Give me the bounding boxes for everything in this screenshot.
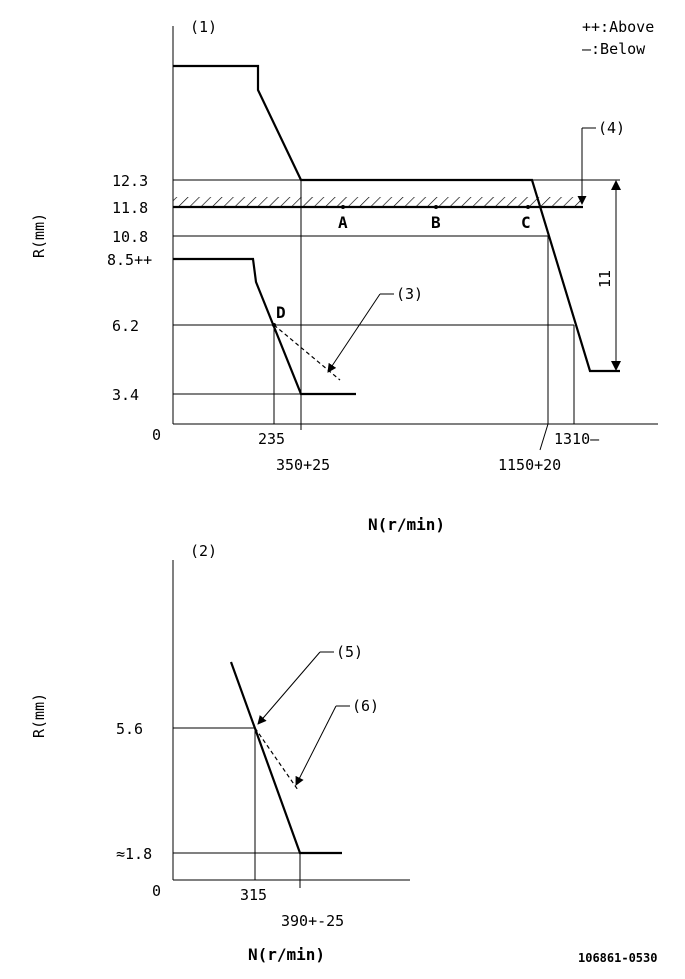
d2-curve <box>229 661 342 855</box>
d2-x-axis-label: N(r/min) <box>248 945 325 964</box>
d1-dimension-11: 11 <box>596 270 614 288</box>
d2-ytick-1-8: ≈1.8 <box>116 845 152 863</box>
diagram-1-label: (1) <box>190 18 217 36</box>
d1-point-a: A <box>338 213 348 232</box>
d1-lower-curve <box>173 257 356 396</box>
d1-ytick-10-8: 10.8 <box>112 228 148 246</box>
d1-y-axis-label: R(mm) <box>30 213 48 258</box>
diagram-1: (1) R(mm) N(r/min) A B <box>30 18 658 534</box>
d1-leader-1150 <box>539 423 549 451</box>
d2-y-axis-label: R(mm) <box>30 693 48 738</box>
d1-xtick-235: 235 <box>258 430 285 448</box>
d1-ytick-11-8: 11.8 <box>112 199 148 217</box>
d1-point-b-dot <box>434 205 438 209</box>
d1-callout-4: (4) <box>598 119 625 137</box>
d1-callout-3-leader <box>327 293 381 373</box>
d1-dimension-arrow-top <box>611 180 621 190</box>
d1-ytick-8-5: 8.5++ <box>107 251 152 269</box>
d1-callout-3: (3) <box>396 285 423 303</box>
d1-point-c-dot <box>526 205 530 209</box>
d1-point-b: B <box>431 213 441 232</box>
d1-dimension-arrow-bottom <box>611 361 621 371</box>
diagram-2: (2) R(mm) N(r/min) 5.6 ≈1.8 0 315 390+-2… <box>30 542 410 964</box>
d1-xtick-1310: 1310— <box>554 430 600 448</box>
legend-above: ++:Above <box>582 18 654 36</box>
d1-ytick-3-4: 3.4 <box>112 386 139 404</box>
d1-xtick-1150: 1150+20 <box>498 456 561 474</box>
d2-callout-5: (5) <box>336 643 363 661</box>
d1-xtick-350: 350+25 <box>276 456 330 474</box>
d1-point-c: C <box>521 213 531 232</box>
d1-ytick-12-3: 12.3 <box>112 172 148 190</box>
d1-hatched-band <box>173 197 583 207</box>
d1-point-d-dot <box>272 323 276 327</box>
d1-ytick-0: 0 <box>152 426 161 444</box>
d1-upper-curve <box>173 64 620 373</box>
diagram-2-label: (2) <box>190 542 217 560</box>
d2-xtick-315: 315 <box>240 886 267 904</box>
d2-callout-5-leader <box>257 651 321 725</box>
legend-below: —:Below <box>582 40 646 58</box>
d1-point-a-dot <box>341 205 345 209</box>
document-code: 106861-0530 <box>578 951 657 965</box>
d2-ytick-0: 0 <box>152 882 161 900</box>
d1-point-d: D <box>276 303 286 322</box>
d1-x-axis-label: N(r/min) <box>368 515 445 534</box>
d2-xtick-390: 390+-25 <box>281 912 344 930</box>
d2-callout-6: (6) <box>352 697 379 715</box>
d1-ytick-6-2: 6.2 <box>112 317 139 335</box>
d2-callout-6-leader <box>295 705 337 786</box>
d2-dashed-branch <box>254 727 299 791</box>
d2-ytick-5-6: 5.6 <box>116 720 143 738</box>
